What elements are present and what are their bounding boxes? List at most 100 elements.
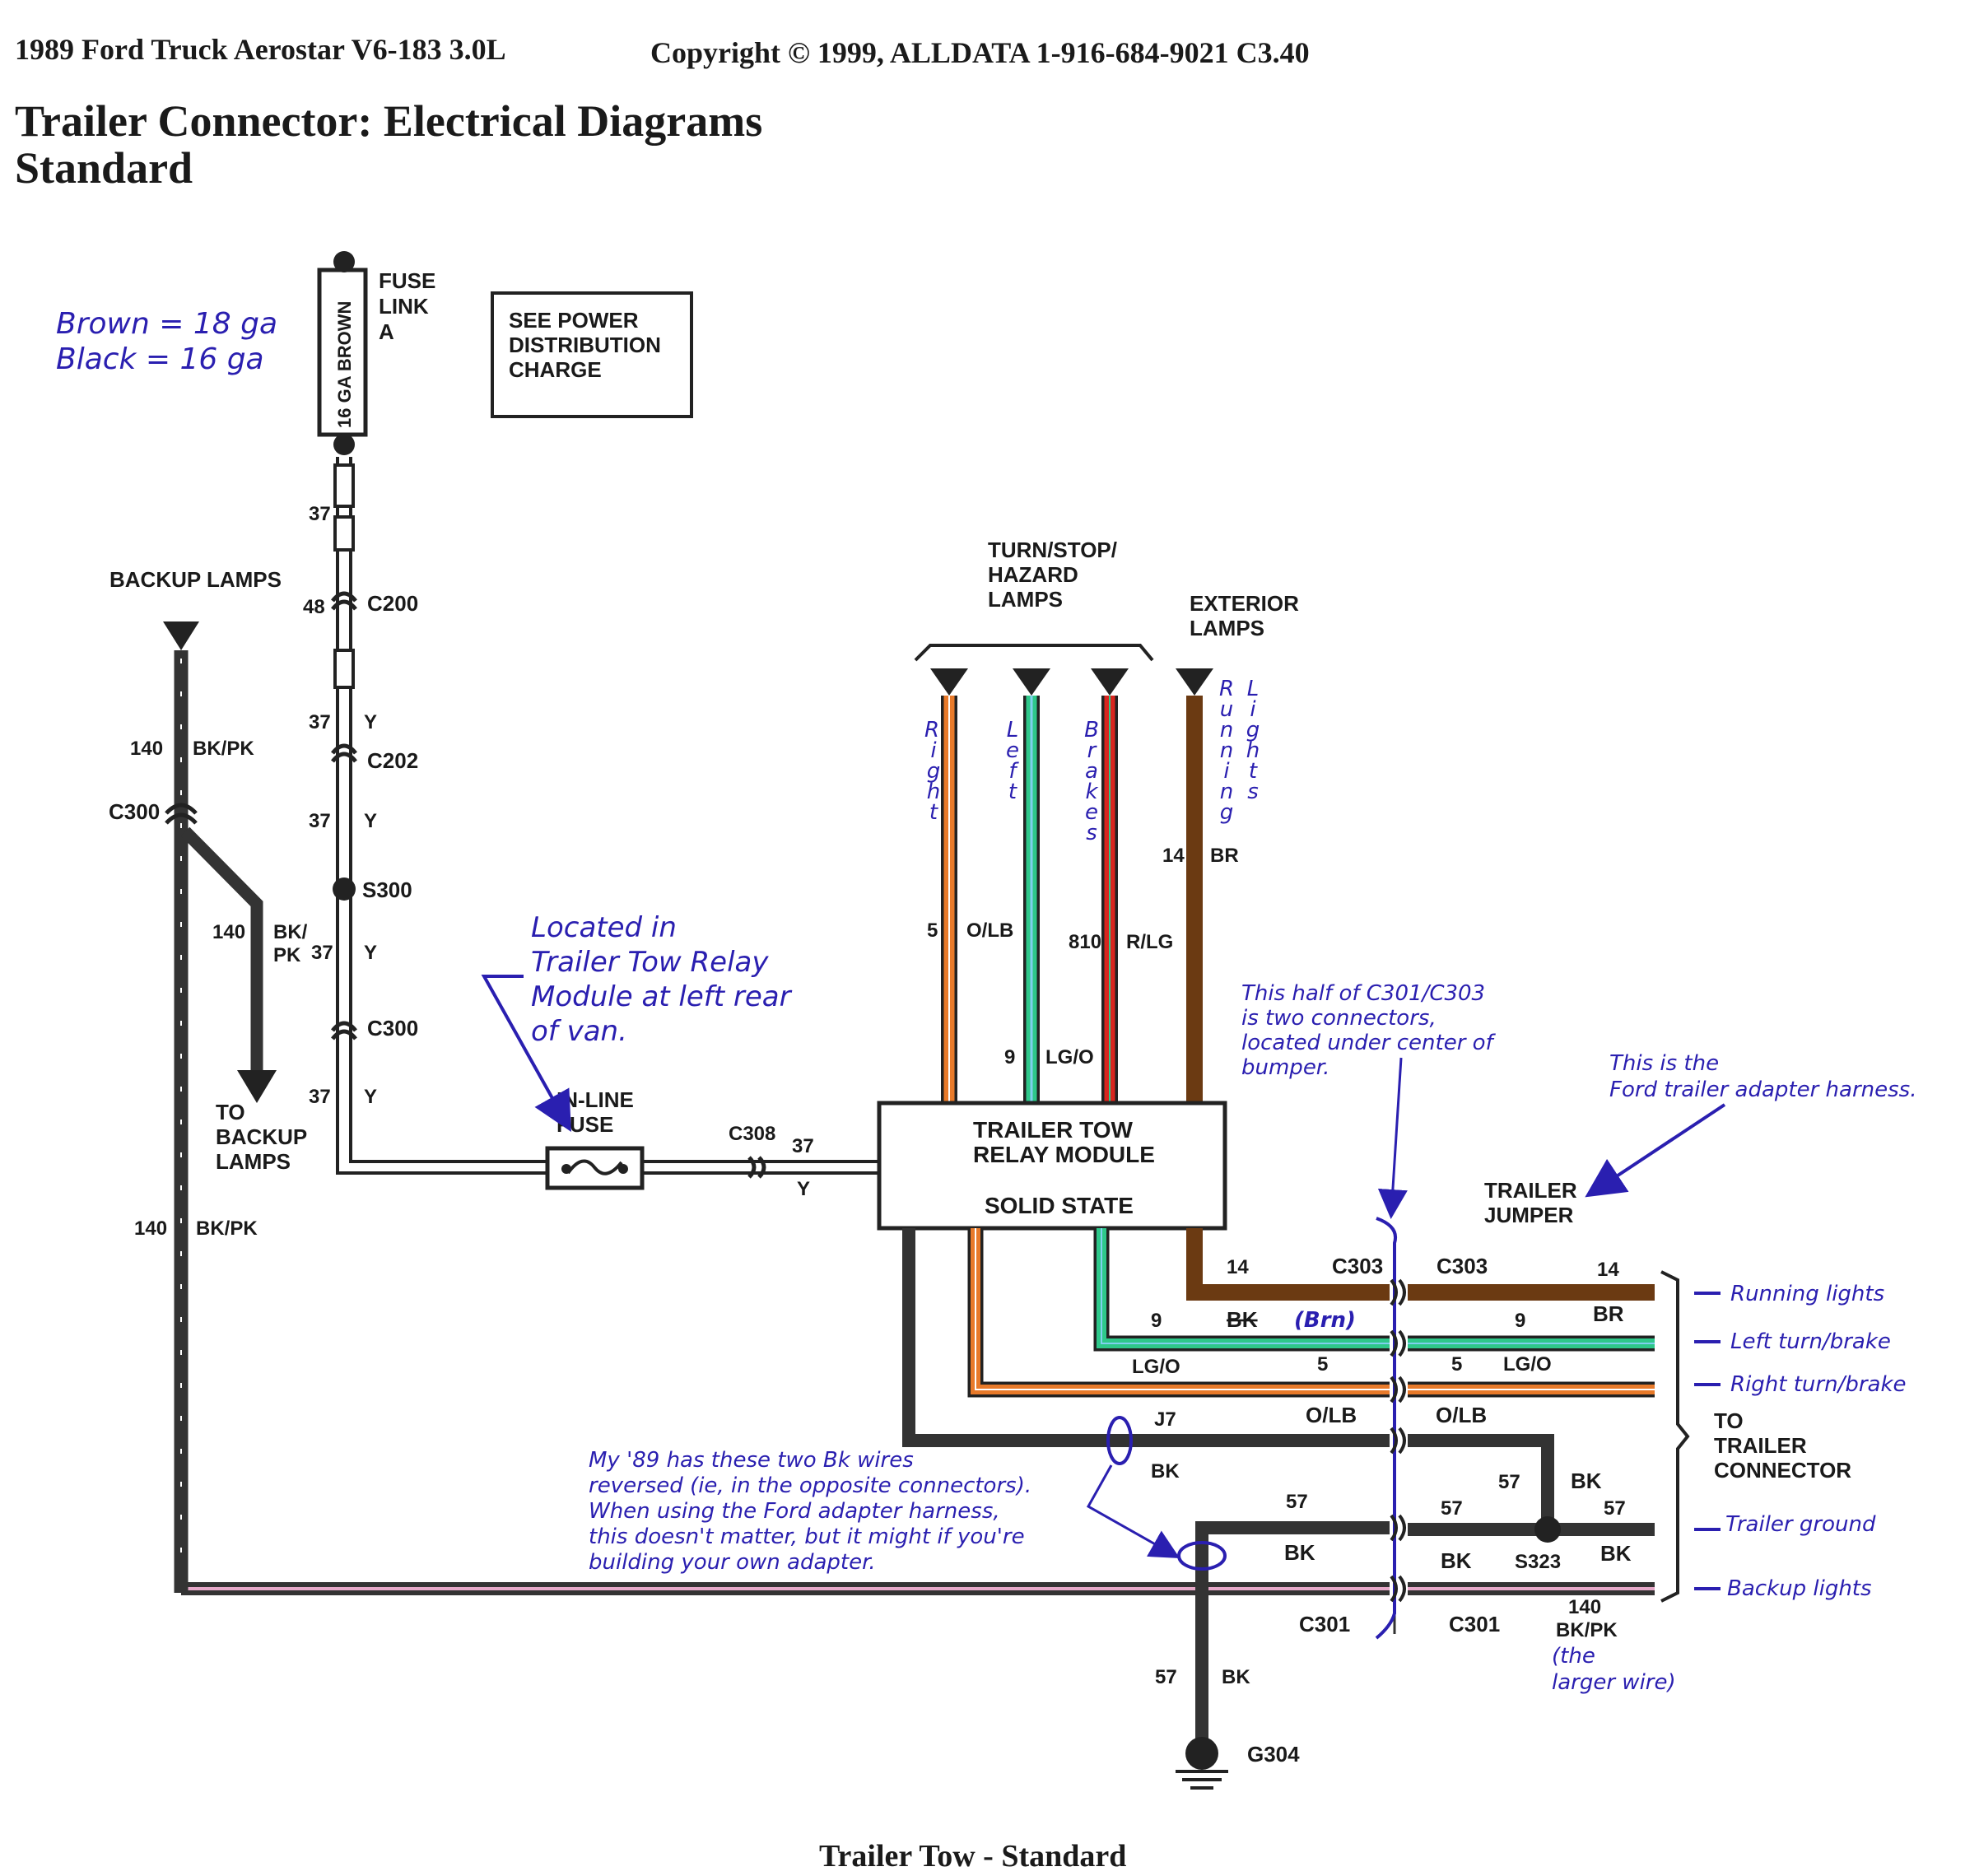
ground-terminal: [1185, 1737, 1218, 1770]
right-wire-9-label: 9: [1515, 1310, 1525, 1332]
svg-text:r: r: [1087, 738, 1098, 763]
right-wire-5-label: 5: [1451, 1353, 1462, 1376]
s300-splice: [333, 877, 356, 901]
svg-text:s: s: [1086, 821, 1097, 845]
inline-fuse-label-2: FUSE: [556, 1112, 613, 1137]
to-backup-lamps-arrow: [237, 1070, 277, 1103]
inline-fuse-label-1: IN-LINE: [556, 1087, 634, 1112]
page-subtitle: Standard: [15, 143, 193, 193]
running-vertical-label: R u n n i n g: [1219, 677, 1234, 825]
left-wire-bk-j7-label: BK: [1151, 1460, 1180, 1483]
svg-text:n: n: [1220, 738, 1233, 763]
located-note-3: Module at left rear: [531, 980, 793, 1013]
running-lamp-arrow: [1176, 668, 1213, 696]
document-header: 1989 Ford Truck Aerostar V6-183 3.0L Cop…: [15, 33, 1310, 193]
fuse-link-label-3: A: [379, 319, 394, 344]
svg-text:L: L: [1247, 677, 1260, 701]
right-c301-label: C301: [1449, 1612, 1500, 1636]
relay-label-3: SOLID STATE: [985, 1193, 1134, 1218]
fuse-link-label-1: FUSE: [379, 268, 435, 293]
right-wire-140-label: 140: [1568, 1596, 1601, 1618]
right-wire-lgo-label: LG/O: [1503, 1353, 1552, 1376]
right-wire-57c-label: 57: [1604, 1497, 1626, 1520]
located-note-2: Trailer Tow Relay: [531, 946, 769, 979]
running-lights-note: Running lights: [1730, 1282, 1884, 1306]
c202-connector: [331, 752, 357, 763]
right-wire-bkb-label: BK: [1441, 1548, 1472, 1573]
reversed-note-1: My '89 has these two Bk wires: [589, 1448, 914, 1473]
annotations: Located in Trailer Tow Relay Module at l…: [481, 911, 1916, 1695]
legend-brown: Brown = 18 ga: [56, 307, 277, 341]
ground-icon: [1176, 1770, 1228, 1790]
wire-br-label: BR: [1210, 845, 1239, 867]
backup-lights-note: Backup lights: [1727, 1576, 1872, 1601]
footer-caption: Trailer Tow - Standard: [819, 1839, 1126, 1874]
ground-wire-bk-label: BK: [1222, 1666, 1250, 1688]
wire-y-label-b: Y: [364, 810, 377, 832]
fuse-link-top-terminal: [333, 251, 355, 272]
c308-label: C308: [729, 1123, 775, 1145]
larger-wire-note-1: (the: [1552, 1644, 1595, 1669]
backup-lamps-title: BACKUP LAMPS: [109, 567, 282, 592]
c300-backup-label: C300: [109, 799, 160, 824]
turn-stop-hazard-label-1: TURN/STOP/: [988, 538, 1117, 562]
trailer-jumper-label-2: JUMPER: [1484, 1203, 1574, 1227]
c301-note-arrow: [1377, 1057, 1408, 1219]
svg-text:t: t: [1008, 780, 1017, 804]
located-note-4: of van.: [531, 1015, 627, 1048]
wire-y-label-d: Y: [364, 1086, 377, 1108]
wire-y-label-a: Y: [364, 711, 377, 733]
reversed-note-3: When using the Ford adapter harness,: [589, 1499, 1000, 1524]
left-wire-olb-label: O/LB: [1306, 1403, 1357, 1427]
exterior-lamps-label-2: LAMPS: [1190, 616, 1264, 640]
fuse-link-label-2: LINK: [379, 294, 429, 319]
left-wire-5-label: 5: [1317, 1353, 1328, 1376]
larger-wire-note-2: larger wire): [1552, 1670, 1676, 1695]
brown-correction-note: (Brn): [1294, 1308, 1356, 1333]
svg-text:n: n: [1220, 780, 1233, 804]
power-box-line-2: DISTRIBUTION: [509, 333, 661, 357]
brake-lamp-arrow: [1091, 668, 1129, 696]
svg-text:R: R: [1219, 677, 1234, 701]
right-wire-bka-label: BK: [1571, 1469, 1602, 1493]
c200-label: C200: [367, 591, 418, 616]
wire-olb-label: O/LB: [966, 919, 1013, 942]
wire-140-label-c: 140: [134, 1217, 167, 1240]
left-wire-14-label: 14: [1227, 1256, 1249, 1278]
right-lamp-arrow: [930, 668, 968, 696]
s323-label: S323: [1515, 1551, 1561, 1573]
ford-adapter-arrow: [1585, 1103, 1726, 1198]
to-backup-label-1: TO: [216, 1100, 245, 1124]
svg-text:i: i: [1250, 697, 1256, 722]
c202-label: C202: [367, 748, 418, 773]
right-wire-57b-label: 57: [1441, 1497, 1463, 1520]
wire-pk-label-b: PK: [273, 944, 301, 966]
c301-note-4: bumper.: [1241, 1055, 1329, 1080]
wire-37-label-a: 37: [309, 503, 331, 525]
left-c303-label: C303: [1332, 1254, 1383, 1278]
left-wire-lgo-label: LG/O: [1132, 1356, 1180, 1378]
turn-stop-hazard-label-2: HAZARD: [988, 562, 1078, 587]
c308-connector: [747, 1156, 757, 1179]
wire-y-fuse-label: Y: [797, 1178, 810, 1200]
left-wire-57-label: 57: [1286, 1491, 1308, 1513]
bk-wire-circle-j7: [1106, 1416, 1133, 1465]
right-wire-bkpk-label: BK/PK: [1556, 1619, 1618, 1641]
to-trailer-connector-label-1: TO: [1714, 1408, 1744, 1433]
svg-text:i: i: [1223, 759, 1230, 784]
ground-wire-57-label: 57: [1155, 1666, 1177, 1688]
svg-text:h: h: [1246, 738, 1260, 763]
lamp-output-wires: TURN/STOP/ HAZARD LAMPS EXTERIOR LAMPS R…: [914, 538, 1299, 1103]
right-wire-br-label: BR: [1593, 1301, 1624, 1326]
c300-power-label: C300: [367, 1016, 418, 1040]
right-vertical-label: R i g h t: [924, 718, 940, 825]
power-distribution-box: SEE POWER DISTRIBUTION CHARGE: [491, 291, 693, 418]
wire-y-label-c: Y: [364, 942, 377, 964]
svg-text:h: h: [927, 780, 940, 804]
wire-48-label: 48: [303, 596, 325, 618]
backup-lamps-arrow: [163, 621, 199, 650]
turn-lamps-bracket: [914, 644, 1154, 662]
exterior-lamps-label-1: EXTERIOR: [1190, 591, 1299, 616]
trailer-tow-relay-module: TRAILER TOW RELAY MODULE SOLID STATE: [877, 1101, 1227, 1231]
svg-text:a: a: [1085, 759, 1098, 784]
